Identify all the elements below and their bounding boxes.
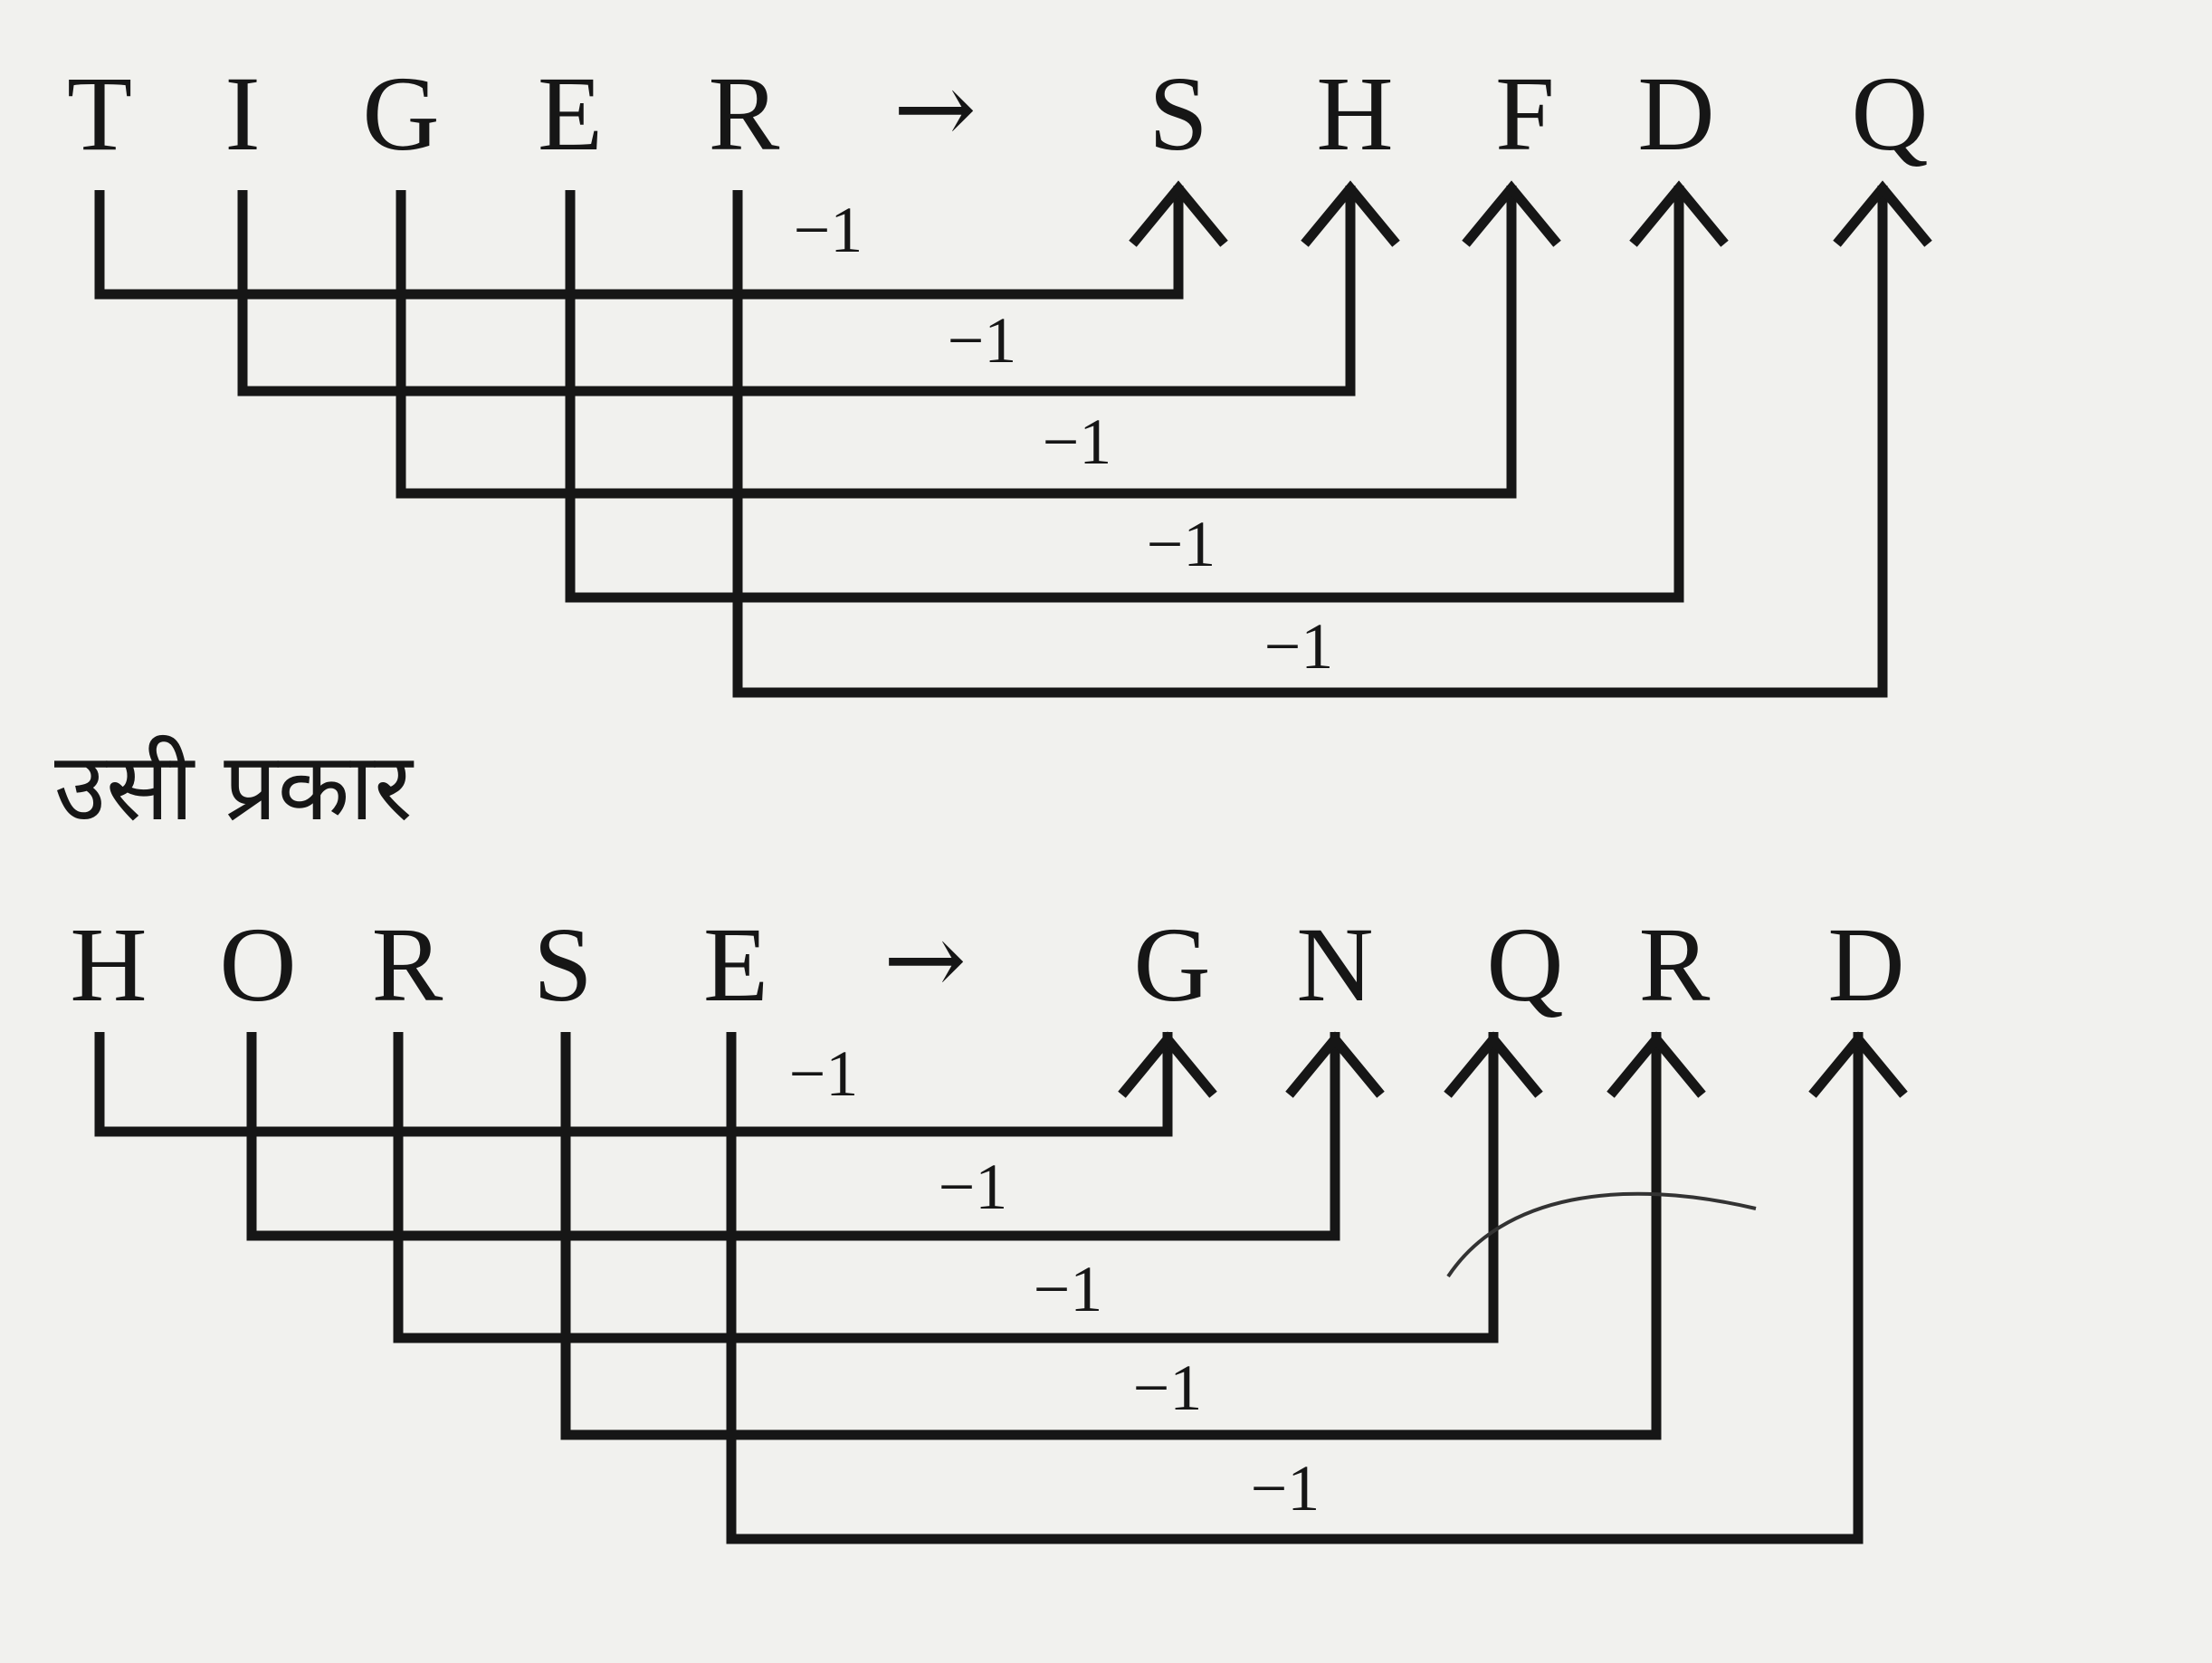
example-tiger: T I G E R → S H F D Q −1 bbox=[67, 51, 1932, 698]
source-letter: E bbox=[703, 905, 768, 1024]
arrowhead-icon bbox=[1629, 180, 1729, 247]
connector-line bbox=[396, 186, 1517, 499]
arrowhead-icon bbox=[1301, 180, 1400, 247]
connector-line bbox=[732, 186, 1888, 698]
source-letter: H bbox=[70, 905, 147, 1024]
connector-line bbox=[393, 1032, 1499, 1343]
target-word: S H F D Q bbox=[1149, 54, 1928, 173]
arrowhead-icon bbox=[1285, 1031, 1385, 1098]
arrowheads bbox=[1118, 1031, 1908, 1098]
stray-pen-mark bbox=[1446, 1191, 1757, 1278]
shift-connectors bbox=[94, 1032, 1864, 1544]
arrowhead-icon bbox=[1462, 180, 1561, 247]
source-letter: E bbox=[538, 54, 603, 173]
connector-line bbox=[246, 1032, 1340, 1241]
shift-connectors bbox=[94, 186, 1888, 698]
connector-line bbox=[726, 1032, 1864, 1544]
target-letter: D bbox=[1637, 54, 1714, 173]
target-letter: S bbox=[1149, 54, 1208, 173]
shift-label: −1 bbox=[939, 1151, 1008, 1223]
example-horse: H O R S E → G N Q R D −1 bbox=[70, 902, 1908, 1544]
arrowhead-icon bbox=[1118, 1031, 1217, 1098]
source-letter: G bbox=[362, 54, 439, 173]
arrowhead-icon bbox=[1833, 180, 1932, 247]
shift-label: −1 bbox=[1043, 406, 1112, 478]
arrowhead-icon bbox=[1607, 1031, 1706, 1098]
source-letter: R bbox=[709, 54, 780, 173]
shift-labels: −1 −1 −1 −1 −1 bbox=[794, 194, 1334, 683]
shift-label: −1 bbox=[1034, 1253, 1103, 1325]
source-word: T I G E R bbox=[67, 54, 780, 173]
arrowhead-icon bbox=[1444, 1031, 1543, 1098]
connector-line bbox=[560, 1032, 1662, 1440]
shift-label: −1 bbox=[1264, 610, 1334, 683]
target-letter: Q bbox=[1851, 54, 1928, 173]
target-letter: R bbox=[1639, 905, 1711, 1024]
target-letter: F bbox=[1495, 54, 1555, 173]
source-letter: S bbox=[533, 905, 593, 1024]
target-word: G N Q R D bbox=[1133, 905, 1904, 1024]
source-letter: R bbox=[372, 905, 443, 1024]
target-letter: N bbox=[1296, 905, 1373, 1024]
target-letter: H bbox=[1316, 54, 1393, 173]
source-letter: O bbox=[219, 905, 296, 1024]
shift-label: −1 bbox=[794, 194, 863, 266]
connector-line bbox=[94, 186, 1184, 300]
shift-label: −1 bbox=[948, 304, 1017, 377]
maps-to-arrow: → bbox=[893, 51, 977, 167]
source-letter: T bbox=[67, 54, 132, 173]
connector-line bbox=[565, 186, 1684, 603]
shift-labels: −1 −1 −1 −1 −1 bbox=[789, 1037, 1321, 1524]
target-letter: G bbox=[1133, 905, 1210, 1024]
shift-label: −1 bbox=[1251, 1452, 1321, 1524]
arrowheads bbox=[1129, 180, 1932, 247]
connector-text: उसी प्रकार bbox=[54, 731, 415, 842]
connector-line bbox=[94, 1032, 1173, 1137]
shift-label: −1 bbox=[1133, 1352, 1203, 1424]
shift-label: −1 bbox=[789, 1037, 859, 1110]
target-letter: Q bbox=[1486, 905, 1563, 1024]
connector-line bbox=[237, 186, 1356, 397]
arrowhead-icon bbox=[1129, 180, 1228, 247]
shift-label: −1 bbox=[1147, 508, 1216, 580]
source-letter: I bbox=[224, 54, 260, 173]
arrowhead-icon bbox=[1808, 1031, 1908, 1098]
source-word: H O R S E bbox=[70, 905, 768, 1024]
maps-to-arrow: → bbox=[883, 902, 967, 1018]
target-letter: D bbox=[1827, 905, 1904, 1024]
